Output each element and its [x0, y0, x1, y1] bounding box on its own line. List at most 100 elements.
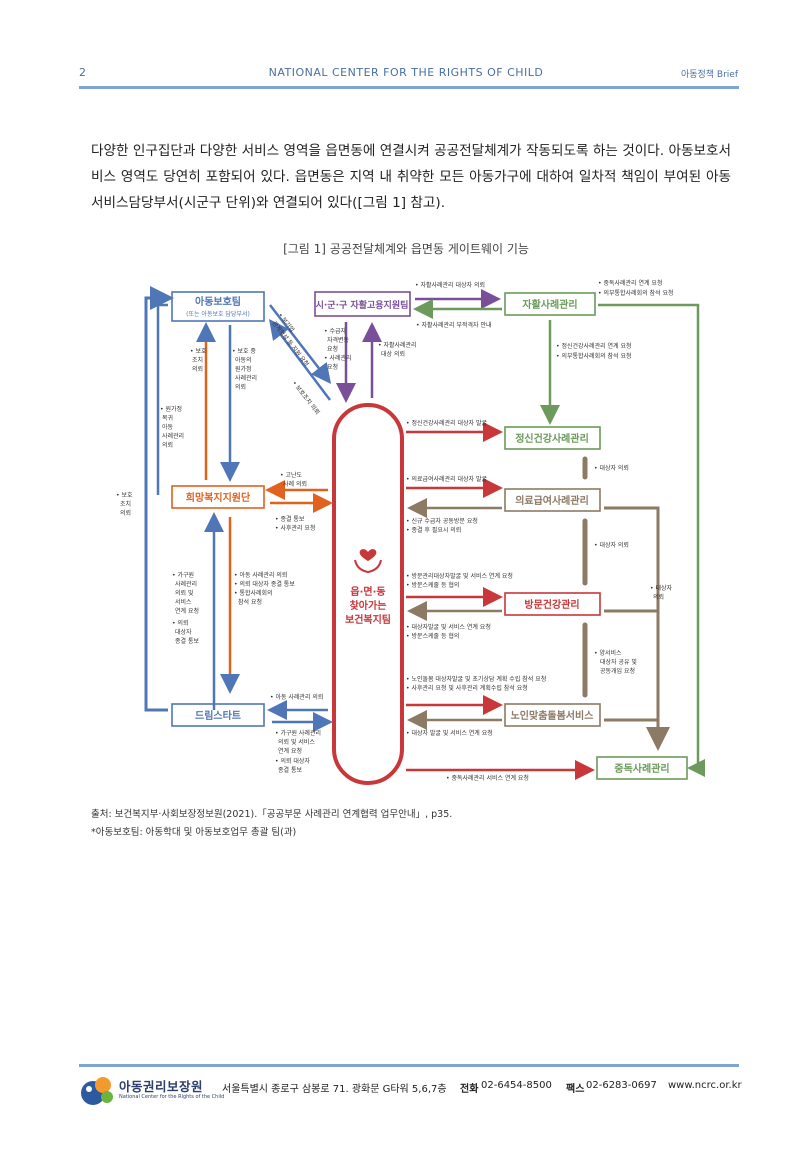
- svg-text:찾아가는: 찾아가는: [350, 599, 387, 612]
- box-child-protection: 아동보호팀 (또는 아동보호 담당부서): [171, 291, 265, 322]
- svg-text:• 수급자: • 수급자: [324, 327, 346, 335]
- svg-text:• 신규 수급자 공동방문 요청: • 신규 수급자 공동방문 요청: [406, 517, 478, 525]
- svg-text:• 통합사례회의: • 통합사례회의: [234, 589, 273, 597]
- page-number: 2: [79, 66, 86, 79]
- svg-text:드림스타트: 드림스타트: [195, 709, 241, 722]
- svg-text:사례관리: 사례관리: [175, 580, 197, 588]
- phone-label: 전화: [460, 1084, 479, 1095]
- svg-text:• 의뢰: • 의뢰: [172, 619, 189, 627]
- svg-text:• 대상자 의뢰: • 대상자 의뢰: [594, 464, 629, 472]
- phone-number: 02-6454-8500: [481, 1080, 552, 1091]
- svg-text:• 보호: • 보호: [190, 348, 207, 355]
- svg-text:• 의뢰 대상자: • 의뢰 대상자: [275, 757, 310, 765]
- svg-text:• 노인돌봄 대상자발굴 및 초기상담 계획 수립 참석 요: • 노인돌봄 대상자발굴 및 초기상담 계획 수립 참석 요청: [406, 675, 546, 683]
- svg-text:• 가구원: • 가구원: [172, 571, 194, 579]
- orange-arrows: [265, 480, 333, 513]
- box-senior-care: 노인맞춤돌봄서비스: [504, 703, 601, 727]
- svg-text:요청: 요청: [327, 346, 338, 353]
- svg-text:• 중독사례관리 연계 요청: • 중독사례관리 연계 요청: [598, 279, 662, 287]
- svg-text:의뢰: 의뢰: [653, 593, 664, 601]
- svg-text:• 원가정: • 원가정: [160, 405, 182, 413]
- box-selfsupport-case: 자활사례관리: [504, 292, 596, 316]
- svg-text:의뢰: 의뢰: [192, 365, 203, 373]
- svg-text:종결 통보: 종결 통보: [278, 766, 302, 774]
- paragraph-1: 다양한 인구집단과 다양한 서비스 영역을 읍면동에 연결시켜 공공전달체계가 …: [91, 143, 731, 211]
- svg-text:대상자: 대상자: [175, 628, 192, 636]
- website-link[interactable]: www.ncrc.or.kr: [668, 1080, 742, 1091]
- svg-text:• 대상자: • 대상자: [650, 584, 672, 592]
- svg-text:• 정신건강사례관리 대상자 발굴: • 정신건강사례관리 대상자 발굴: [406, 419, 488, 427]
- svg-text:공동개입 요청: 공동개입 요청: [600, 667, 635, 675]
- body-paragraph: 다양한 인구집단과 다양한 서비스 영역을 읍면동에 연결시켜 공공전달체계가 …: [91, 138, 731, 216]
- diagram-labels: • 자활사례관리 대상자 의뢰 • 자활사례관리 부적격자 안내 • 중독사례관…: [116, 279, 674, 782]
- svg-text:• 의료급여사례관리 대상자 발굴: • 의료급여사례관리 대상자 발굴: [406, 475, 488, 483]
- svg-text:• 보호: • 보호: [116, 492, 133, 499]
- svg-text:아동의: 아동의: [235, 356, 252, 364]
- svg-text:• 종결 후 필요시 의뢰: • 종결 후 필요시 의뢰: [406, 526, 461, 534]
- header-divider: [79, 86, 739, 89]
- org-name: 아동권리보장원: [119, 1079, 204, 1094]
- svg-text:• 가구원 사례관리: • 가구원 사례관리: [275, 729, 321, 737]
- heart-hands-icon: [354, 549, 382, 574]
- svg-text:사례관리: 사례관리: [235, 374, 257, 382]
- svg-text:사례관리: 사례관리: [162, 432, 184, 440]
- svg-text:대상자 공유 및: 대상자 공유 및: [600, 658, 637, 666]
- figure-source: 출처: 보건복지부·사회보장정보원(2021).「공공부문 사례관리 연계협력 …: [91, 806, 452, 842]
- center-team-capsule: 읍·면·동 찾아가는 보건복지팀: [332, 403, 404, 785]
- svg-text:조치: 조치: [192, 356, 203, 364]
- footer-divider: [79, 1064, 739, 1067]
- fax-label: 팩스: [566, 1084, 585, 1095]
- svg-text:• 정신건강사례관리 연계 요청: • 정신건강사례관리 연계 요청: [556, 342, 632, 350]
- source-citation: 출처: 보건복지부·사회보장정보원(2021).「공공부문 사례관리 연계협력 …: [91, 809, 453, 820]
- svg-text:서비스: 서비스: [175, 598, 192, 606]
- svg-text:노인맞춤돌봄서비스: 노인맞춤돌봄서비스: [511, 709, 594, 722]
- svg-text:시·군·구 자활고용지원팀: 시·군·구 자활고용지원팀: [316, 299, 409, 311]
- svg-text:• 사후관리 요청 및 사후관리 계획수립 참석 요청: • 사후관리 요청 및 사후관리 계획수립 참석 요청: [406, 684, 528, 692]
- svg-text:요청: 요청: [327, 364, 338, 371]
- delivery-system-diagram: 아동보호팀 (또는 아동보호 담당부서) 시·군·구 자활고용지원팀 자활사례관…: [116, 279, 705, 785]
- box-hope-welfare: 희망복지지원단: [171, 485, 265, 509]
- svg-text:읍·면·동: 읍·면·동: [350, 585, 385, 598]
- svg-text:• 방문관리대상자발굴 및 서비스 연계 요청: • 방문관리대상자발굴 및 서비스 연계 요청: [406, 572, 513, 580]
- svg-text:복귀: 복귀: [162, 414, 173, 422]
- svg-text:• 보호 중: • 보호 중: [232, 348, 256, 355]
- svg-text:(또는 아동보호 담당부서): (또는 아동보호 담당부서): [186, 310, 250, 318]
- svg-text:아동보호팀: 아동보호팀: [195, 295, 241, 308]
- svg-text:의뢰: 의뢰: [120, 509, 131, 517]
- svg-text:• 양서비스: • 양서비스: [594, 649, 622, 657]
- svg-text:• 사후관리 요청: • 사후관리 요청: [275, 524, 315, 532]
- svg-text:• 의부통합사례회의 참석 요청: • 의부통합사례회의 참석 요청: [598, 289, 674, 297]
- svg-text:• 고난도: • 고난도: [280, 471, 302, 479]
- box-sigungu-selfsupport: 시·군·구 자활고용지원팀: [314, 291, 411, 317]
- svg-text:• 아동 사례관리 의뢰: • 아동 사례관리 의뢰: [234, 571, 287, 579]
- svg-text:중독사례관리: 중독사례관리: [614, 762, 669, 775]
- svg-text:참석 요청: 참석 요청: [238, 598, 262, 606]
- svg-text:방문건강관리: 방문건강관리: [524, 598, 579, 611]
- svg-text:자격변동: 자격변동: [327, 336, 350, 344]
- svg-text:• 자활사례관리 대상자 의뢰: • 자활사례관리 대상자 의뢰: [415, 281, 485, 289]
- svg-text:• 아동 사례관리 의뢰: • 아동 사례관리 의뢰: [270, 693, 323, 701]
- svg-text:의뢰: 의뢰: [235, 383, 246, 391]
- red-arrows: [406, 422, 595, 780]
- source-note: *아동보호팀: 아동학대 및 아동보호업무 총괄 팀(과): [91, 827, 297, 838]
- box-medical-aid: 의료급여사례관리: [504, 488, 601, 512]
- org-english-name: National Center for the Rights of the Ch…: [119, 1094, 225, 1100]
- svg-text:• 대상자 의뢰: • 대상자 의뢰: [594, 541, 629, 549]
- svg-text:의뢰: 의뢰: [162, 441, 173, 449]
- brown-arrows: [407, 456, 670, 751]
- box-mental-health: 정신건강사례관리: [504, 426, 601, 450]
- svg-text:종결 통보: 종결 통보: [175, 637, 199, 645]
- svg-text:• 종결 통보: • 종결 통보: [275, 515, 305, 523]
- box-dreamstart: 드림스타트: [171, 703, 265, 727]
- header-series: 아동정책 Brief: [680, 70, 738, 80]
- svg-text:• 대상자발굴 및 서비스 연계 요청: • 대상자발굴 및 서비스 연계 요청: [406, 623, 491, 631]
- svg-text:사례 의뢰: 사례 의뢰: [283, 480, 307, 488]
- svg-text:의뢰 및: 의뢰 및: [175, 589, 194, 597]
- svg-text:• 자활사례관리: • 자활사례관리: [378, 341, 417, 349]
- svg-text:의료급여사례관리: 의료급여사례관리: [515, 494, 589, 507]
- blue-arrows: [144, 286, 333, 732]
- svg-text:• 의부통합사례회의 참석 요청: • 의부통합사례회의 참석 요청: [556, 352, 632, 360]
- svg-text:대상 의뢰: 대상 의뢰: [381, 350, 405, 358]
- header-title: NATIONAL CENTER FOR THE RIGHTS OF CHILD: [268, 66, 544, 79]
- footer-address: 서울특별시 종로구 삼봉로 71. 광화문 G타워 5,6,7층: [222, 1084, 447, 1095]
